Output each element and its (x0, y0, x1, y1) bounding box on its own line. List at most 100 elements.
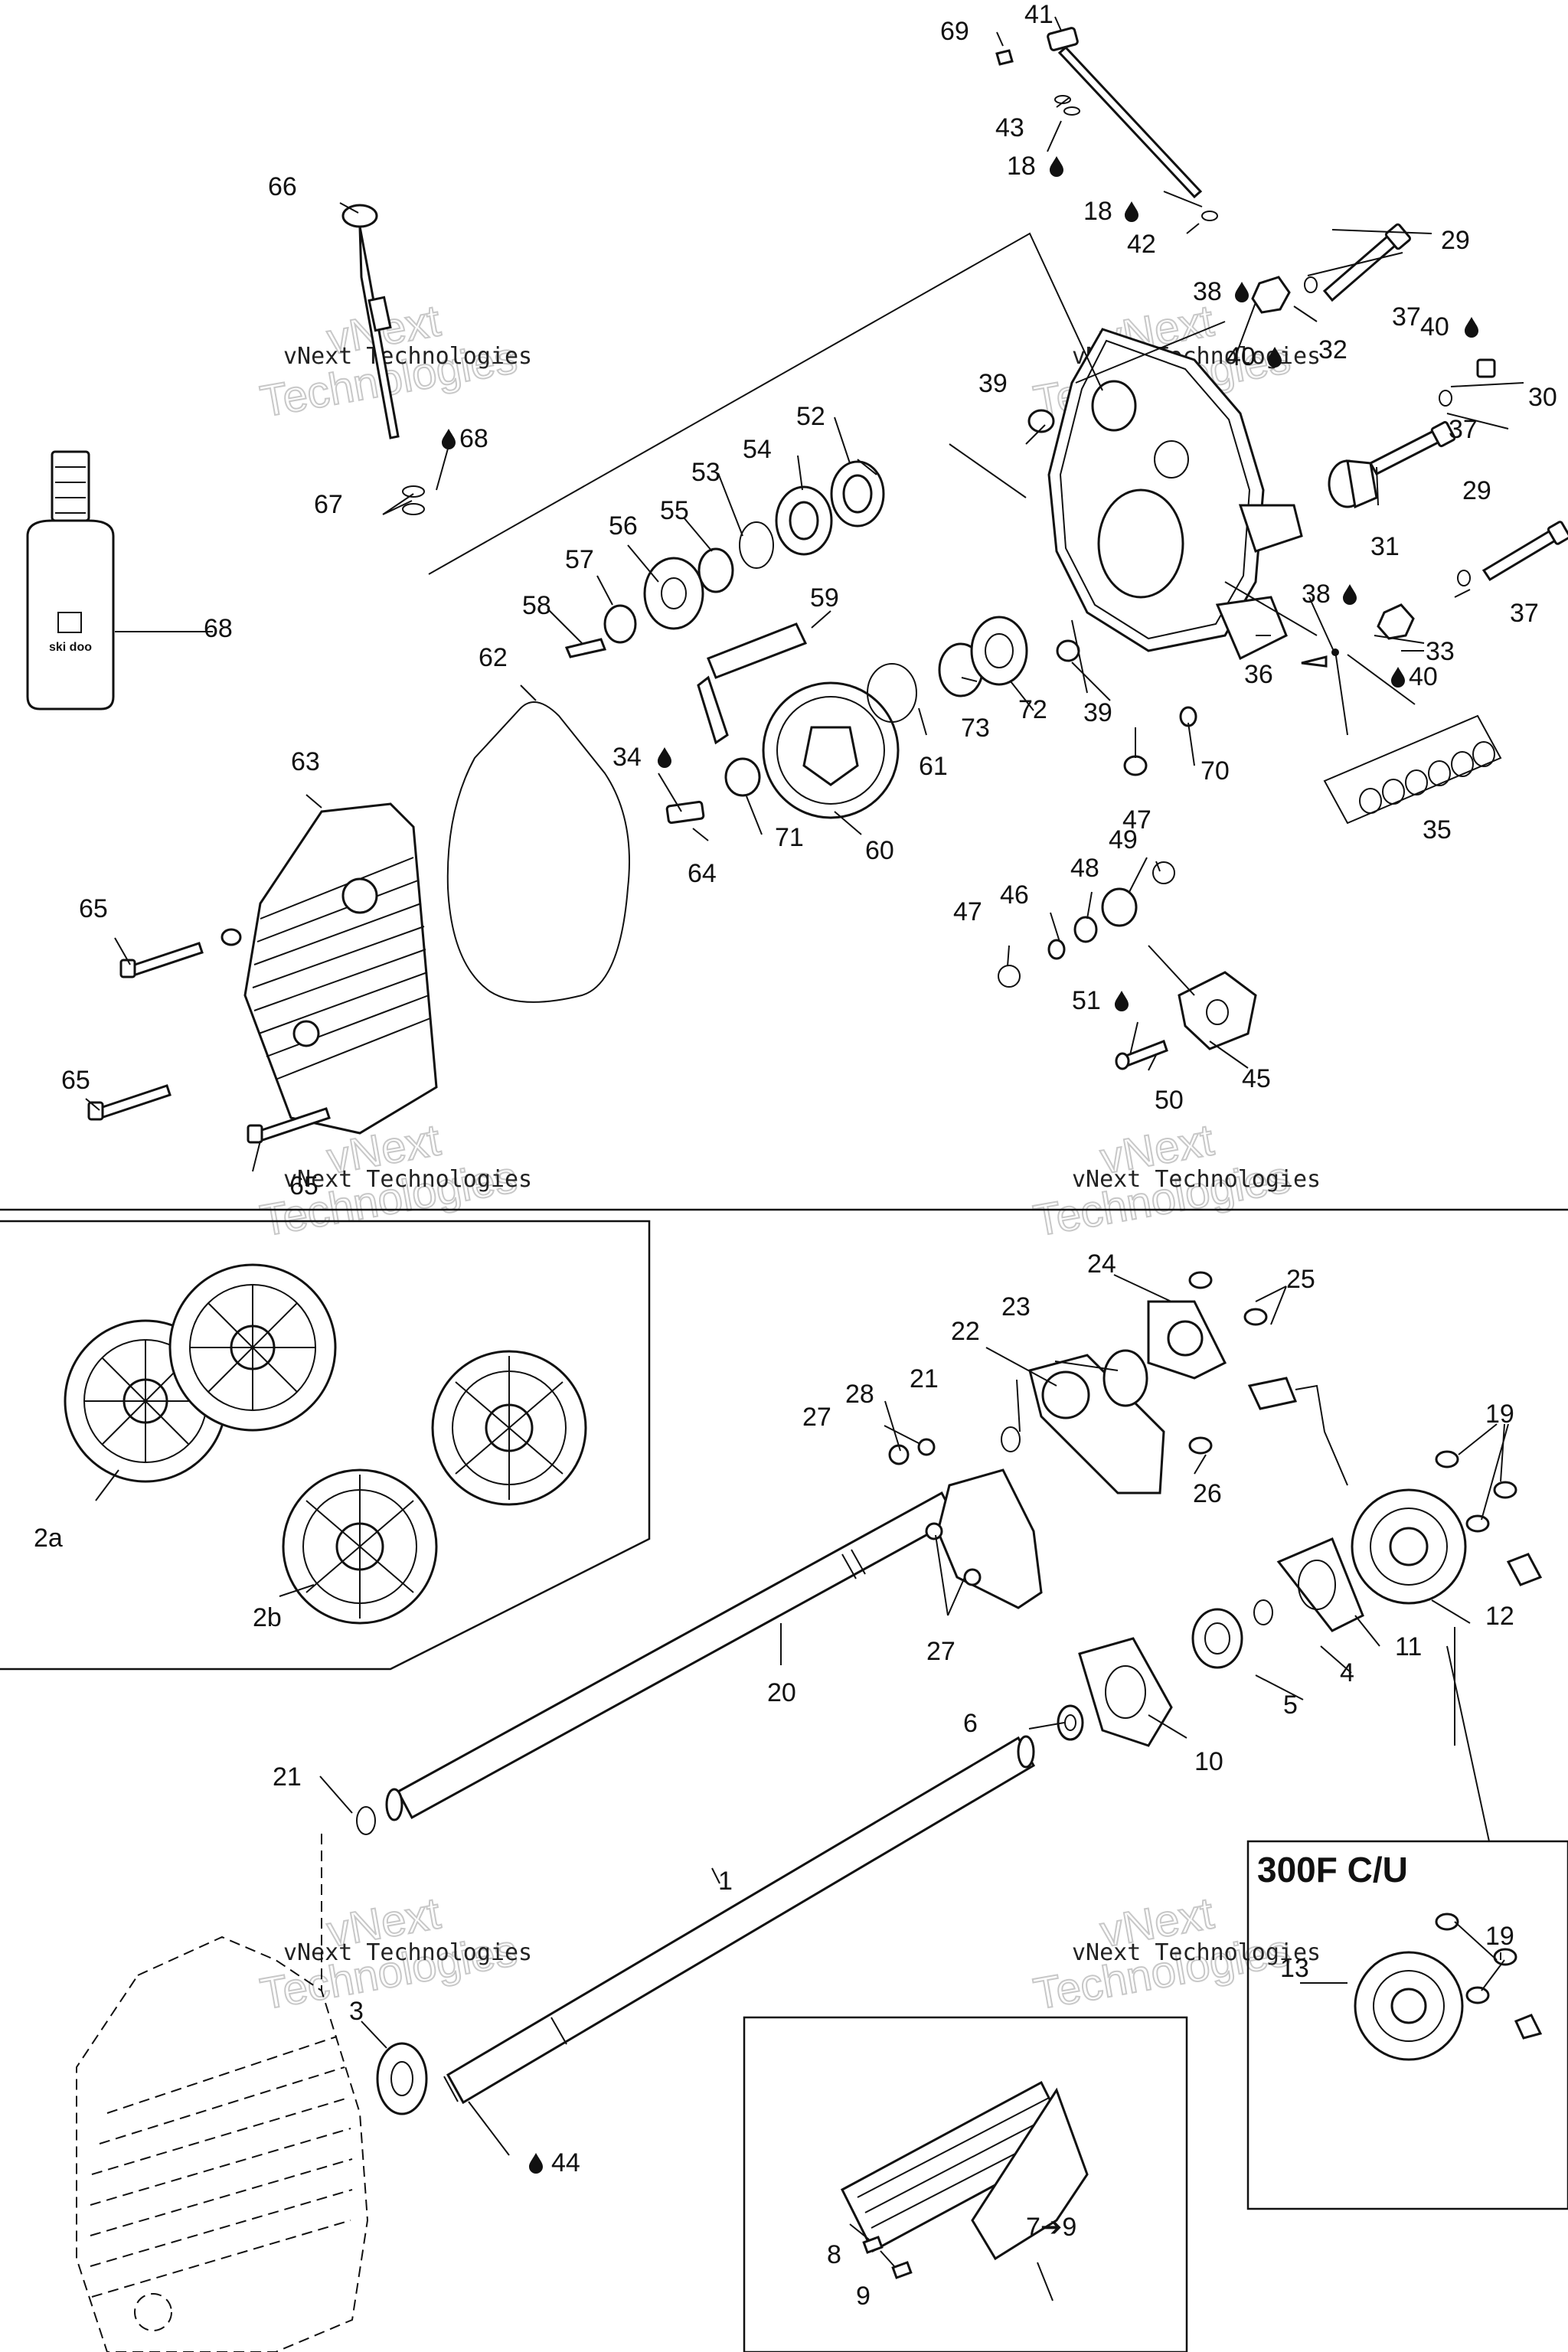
callout-59: 59 (810, 583, 839, 612)
lower-section-parts (64, 1263, 1543, 2352)
tensioner-assembly (998, 861, 1257, 1070)
watermark-text: vNext Technologies (283, 343, 532, 370)
callout-19: 19 (1485, 1922, 1514, 1951)
sprocket-2a (64, 1263, 337, 1483)
callout-40: 40 (1409, 662, 1438, 691)
callout-1: 1 (718, 1867, 733, 1896)
callout-6: 6 (963, 1709, 978, 1738)
callout-65: 65 (61, 1066, 90, 1095)
chaincase-housing (1047, 328, 1303, 661)
callout-43: 43 (995, 113, 1024, 142)
callout-50: 50 (1155, 1086, 1184, 1115)
callout-5: 5 (1283, 1690, 1298, 1720)
callout-labels: 69 41 43 18 18 42 29 38 37 40 32 40 30 3… (34, 0, 1557, 2311)
bearing-plate-left (888, 1271, 1268, 1609)
callout-68: 68 (459, 424, 488, 453)
callout-33: 33 (1426, 637, 1455, 666)
callout-57: 57 (565, 545, 594, 574)
callout-70: 70 (1200, 756, 1230, 786)
oil-drop-icon (529, 2153, 543, 2174)
callout-31: 31 (1370, 532, 1400, 561)
callout-54: 54 (743, 435, 772, 464)
frames (0, 1208, 1568, 2352)
callout-51: 51 (1072, 986, 1101, 1015)
callout-26: 26 (1193, 1479, 1222, 1508)
callout-36: 36 (1244, 660, 1273, 689)
callout-39: 39 (978, 369, 1008, 398)
oring-21 (356, 1806, 376, 1835)
sprocket-2b (282, 1350, 587, 1625)
callout-69: 69 (940, 17, 969, 46)
oil-drop-icon (442, 429, 456, 449)
callout-35: 35 (1423, 815, 1452, 844)
callout-21: 21 (273, 1762, 302, 1792)
callout-47: 47 (953, 897, 982, 926)
callout-66: 66 (268, 172, 297, 201)
drive-gears (564, 460, 1028, 825)
callout-53: 53 (691, 458, 720, 487)
oil-drop-icon (1235, 282, 1249, 302)
callout-7-9: 7➔9 (1026, 2213, 1076, 2242)
callout-23: 23 (1001, 1292, 1031, 1321)
callout-62: 62 (479, 643, 508, 672)
gasket (446, 701, 630, 1003)
callout-34: 34 (612, 743, 642, 772)
oil-drop-icon (1343, 584, 1357, 605)
callout-27: 27 (926, 1637, 956, 1666)
callout-58: 58 (522, 591, 551, 620)
callout-2b: 2b (253, 1603, 282, 1632)
callout-9: 9 (856, 2282, 871, 2311)
callout-18: 18 (1007, 152, 1036, 181)
callout-38: 38 (1193, 277, 1222, 306)
long-bolt (995, 27, 1218, 221)
callout-60: 60 (865, 836, 894, 865)
callout-55: 55 (660, 496, 689, 525)
driveshaft-1 (443, 1735, 1036, 2105)
sprocket-inset-frame (0, 1220, 651, 1671)
callout-40: 40 (1420, 312, 1449, 341)
callout-22: 22 (951, 1317, 980, 1346)
oil-drop-icon (1050, 156, 1063, 177)
callout-37: 37 (1449, 415, 1478, 444)
callout-49: 49 (1109, 825, 1138, 854)
oil-drop-icon (1465, 317, 1478, 338)
callout-45: 45 (1242, 1064, 1271, 1093)
callout-68: 68 (204, 614, 233, 643)
callout-65: 65 (79, 894, 108, 923)
driveshaft-20 (385, 1491, 958, 1821)
inset-title: 300F C/U (1257, 1850, 1408, 1890)
oil-drop-icon (1391, 667, 1405, 688)
inset-300f-frame (1246, 1840, 1568, 2210)
leader-lines (85, 16, 1524, 2301)
callout-39: 39 (1083, 698, 1112, 727)
watermark-text: vNext Technologies (283, 1166, 532, 1193)
callout-29: 29 (1441, 226, 1470, 255)
callout-3: 3 (349, 1997, 364, 2026)
watermark-text: vNext Technologies (1072, 1939, 1321, 1966)
gearcase-ghost (76, 1834, 369, 2352)
callout-63: 63 (291, 747, 320, 776)
callout-72: 72 (1018, 695, 1047, 724)
callout-11: 11 (1395, 1632, 1422, 1661)
callout-21: 21 (910, 1364, 939, 1393)
chaincase-cover (220, 802, 438, 1135)
callout-29: 29 (1462, 476, 1491, 505)
oil-drop-icon (1125, 201, 1138, 222)
oil-drop-icon (658, 747, 671, 768)
callout-8: 8 (827, 2240, 841, 2269)
callout-47: 47 (1122, 805, 1152, 835)
shim-set (1323, 648, 1502, 825)
inset-300f-bearing (1354, 1913, 1543, 2061)
callout-40: 40 (1227, 342, 1256, 371)
assembly-guide-lines (428, 232, 1318, 694)
callout-56: 56 (609, 511, 638, 541)
callout-67: 67 (314, 490, 343, 519)
belt-inset-frame (743, 2016, 1188, 2352)
callout-61: 61 (919, 752, 948, 781)
callout-37: 37 (1510, 599, 1539, 628)
watermark-text: vNext Technologies (1072, 1166, 1321, 1193)
callout-28: 28 (845, 1380, 874, 1409)
callout-18: 18 (1083, 197, 1112, 226)
callout-73: 73 (961, 714, 990, 743)
